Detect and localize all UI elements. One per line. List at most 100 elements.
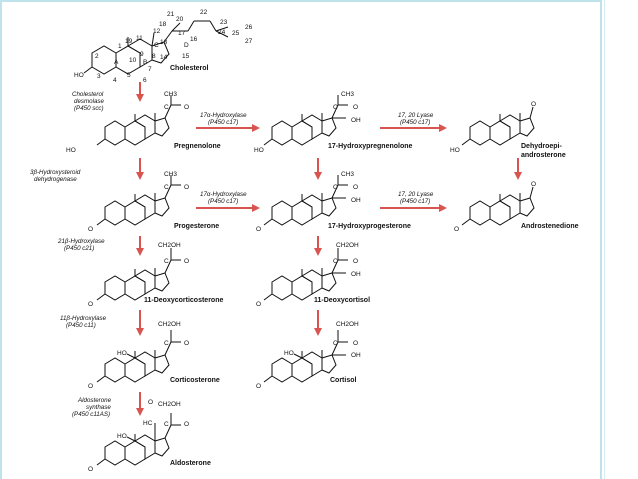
enzyme-17-hydroxylase-top: 17α-Hydroxylase (P450 c17): [200, 112, 247, 126]
carbon-13: 13: [160, 39, 168, 46]
hydroxyprogesterone-label: 17-Hydroxyprogesterone: [328, 223, 411, 230]
pregnenolone-ch3: CH3: [164, 91, 177, 98]
hydroxyprogesterone-o-3: O: [256, 226, 261, 233]
frame-left-border: [0, 0, 2, 479]
ring-letter-c: C: [154, 42, 159, 49]
enzyme-c11as-line3: (P450 c11AS): [72, 411, 110, 418]
enzyme-17-hydroxylase-top-line1: 17α-Hydroxylase: [200, 112, 247, 119]
enzyme-hsd-line2: dehydrogenase: [34, 176, 77, 183]
hydroxyprogesterone-oh: OH: [351, 197, 361, 204]
carbon-16: 16: [190, 36, 198, 43]
reaction-arrows: [136, 82, 522, 416]
carbon-26: 26: [245, 24, 253, 31]
deoxycorticosterone-c: C: [164, 258, 169, 265]
dhea-structure: [461, 106, 535, 146]
carbon-22: 22: [200, 9, 208, 16]
ring-letter-b: B: [143, 59, 147, 66]
deoxycortisol-c: C: [333, 258, 338, 265]
aldosterone-ch2oh: CH2OH: [158, 401, 181, 408]
frame-top-border: [0, 0, 600, 2]
hydroxyprogesterone-o: O: [353, 184, 358, 191]
aldosterone-c: C: [164, 421, 169, 428]
carbon-25: 25: [232, 30, 240, 37]
enzyme-scc-line1: Cholesterol: [72, 91, 104, 98]
carbon-3: 3: [97, 73, 101, 80]
enzyme-hsd-line1: 3β-Hydroxysteroid: [30, 169, 81, 176]
progesterone-c: C: [164, 184, 169, 191]
corticosterone-c: C: [164, 340, 169, 347]
enzyme-c21-line1: 21β-Hydroxylase: [57, 238, 105, 245]
corticosterone-structure: [96, 330, 181, 383]
frame-right-border-inner: [604, 0, 605, 479]
enzyme-lyase-top: 17, 20 Lyase (P450 c17): [398, 112, 434, 126]
enzyme-scc: Cholesterol desmolase (P450 scc): [72, 91, 104, 112]
enzyme-17-hydroxylase-bottom-line1: 17α-Hydroxylase: [200, 191, 247, 198]
deoxycortisol-structure: [263, 248, 348, 301]
pregnenolone-o: O: [184, 104, 189, 111]
progesterone-o: O: [184, 184, 189, 191]
enzyme-17-hydroxylase-top-line2: (P450 c17): [208, 119, 238, 126]
cortisol-oh: OH: [351, 352, 361, 359]
androstenedione-structure: [461, 186, 535, 226]
carbon-numbers: 1 2 3 4 5 6 7 8 9 10 11 12 13 14 15 16 1…: [95, 9, 253, 84]
enzyme-c21: 21β-Hydroxylase (P450 c21): [57, 238, 105, 252]
deoxycorticosterone-structure: [96, 248, 181, 301]
deoxycorticosterone-ch2oh: CH2OH: [158, 242, 181, 249]
carbon-17: 17: [178, 30, 186, 37]
carbon-9: 9: [140, 51, 144, 58]
carbon-24: 24: [218, 29, 226, 36]
carbon-6: 6: [143, 77, 147, 84]
hydroxypregnenolone-c: C: [333, 104, 338, 111]
aldosterone-label: Aldosterone: [170, 460, 211, 467]
hydroxyprogesterone-c: C: [333, 184, 338, 191]
deoxycortisol-oh: OH: [351, 271, 361, 278]
aldosterone-o-18: O: [148, 399, 153, 406]
deoxycorticosterone-label: 11-Deoxycorticosterone: [144, 297, 223, 304]
cholesterol-label: Cholesterol: [170, 65, 209, 72]
carbon-19: 19: [125, 38, 133, 45]
cortisol-o-3: O: [256, 383, 261, 390]
aldosterone-o: O: [184, 421, 189, 428]
hydroxypregnenolone-oh: OH: [351, 117, 361, 124]
carbon-15: 15: [182, 53, 190, 60]
enzyme-c11as: Aldosterone synthase (P450 c11AS): [72, 397, 112, 418]
aldosterone-o-3: O: [88, 466, 93, 473]
cortisol-ho: HO: [284, 350, 294, 357]
deoxycortisol-o: O: [353, 258, 358, 265]
cortisol-structure: [263, 330, 348, 383]
progesterone-o-3: O: [88, 226, 93, 233]
pregnenolone-c: C: [164, 104, 169, 111]
dhea-ho: HO: [450, 147, 460, 154]
enzyme-lyase-top-line1: 17, 20 Lyase: [398, 112, 434, 119]
cortisol-ch2oh: CH2OH: [336, 321, 359, 328]
androstenedione-o: O: [531, 181, 536, 188]
enzyme-17-hydroxylase-bottom: 17α-Hydroxylase (P450 c17): [200, 191, 247, 205]
carbon-12: 12: [153, 28, 161, 35]
enzyme-c21-line2: (P450 c21): [64, 245, 94, 252]
corticosterone-label: Corticosterone: [170, 377, 220, 384]
hydroxypregnenolone-structure: [263, 95, 348, 146]
hydroxypregnenolone-ch3: CH3: [341, 91, 354, 98]
enzyme-hsd: 3β-Hydroxysteroid dehydrogenase: [30, 169, 81, 183]
enzyme-c11: 11β-Hydroxylase (P450 c11): [60, 315, 107, 329]
enzyme-c11-line2: (P450 c11): [66, 322, 96, 329]
frame-right-border: [600, 0, 602, 479]
progesterone-structure: [96, 175, 181, 226]
enzyme-c11-line1: 11β-Hydroxylase: [60, 315, 107, 322]
hydroxyprogesterone-ch3: CH3: [341, 171, 354, 178]
deoxycorticosterone-o-3: O: [88, 301, 93, 308]
carbon-4: 4: [113, 77, 117, 84]
dhea-label-line2: androsterone: [521, 152, 566, 159]
aldosterone-hc: HC: [143, 420, 153, 427]
pregnenolone-structure: [96, 95, 181, 146]
aldosterone-ho: HO: [117, 433, 127, 440]
pregnenolone-label: Pregnenolone: [174, 143, 221, 150]
progesterone-ch3: CH3: [164, 171, 177, 178]
enzyme-scc-line2: desmolase: [74, 98, 104, 105]
enzyme-c11as-line2: synthase: [86, 404, 111, 411]
deoxycortisol-o-3: O: [256, 301, 261, 308]
progesterone-label: Progesterone: [174, 223, 219, 230]
corticosterone-o-3: O: [88, 383, 93, 390]
cholesterol-ho-label: HO: [74, 72, 84, 79]
deoxycortisol-label: 11-Deoxycortisol: [314, 297, 370, 304]
